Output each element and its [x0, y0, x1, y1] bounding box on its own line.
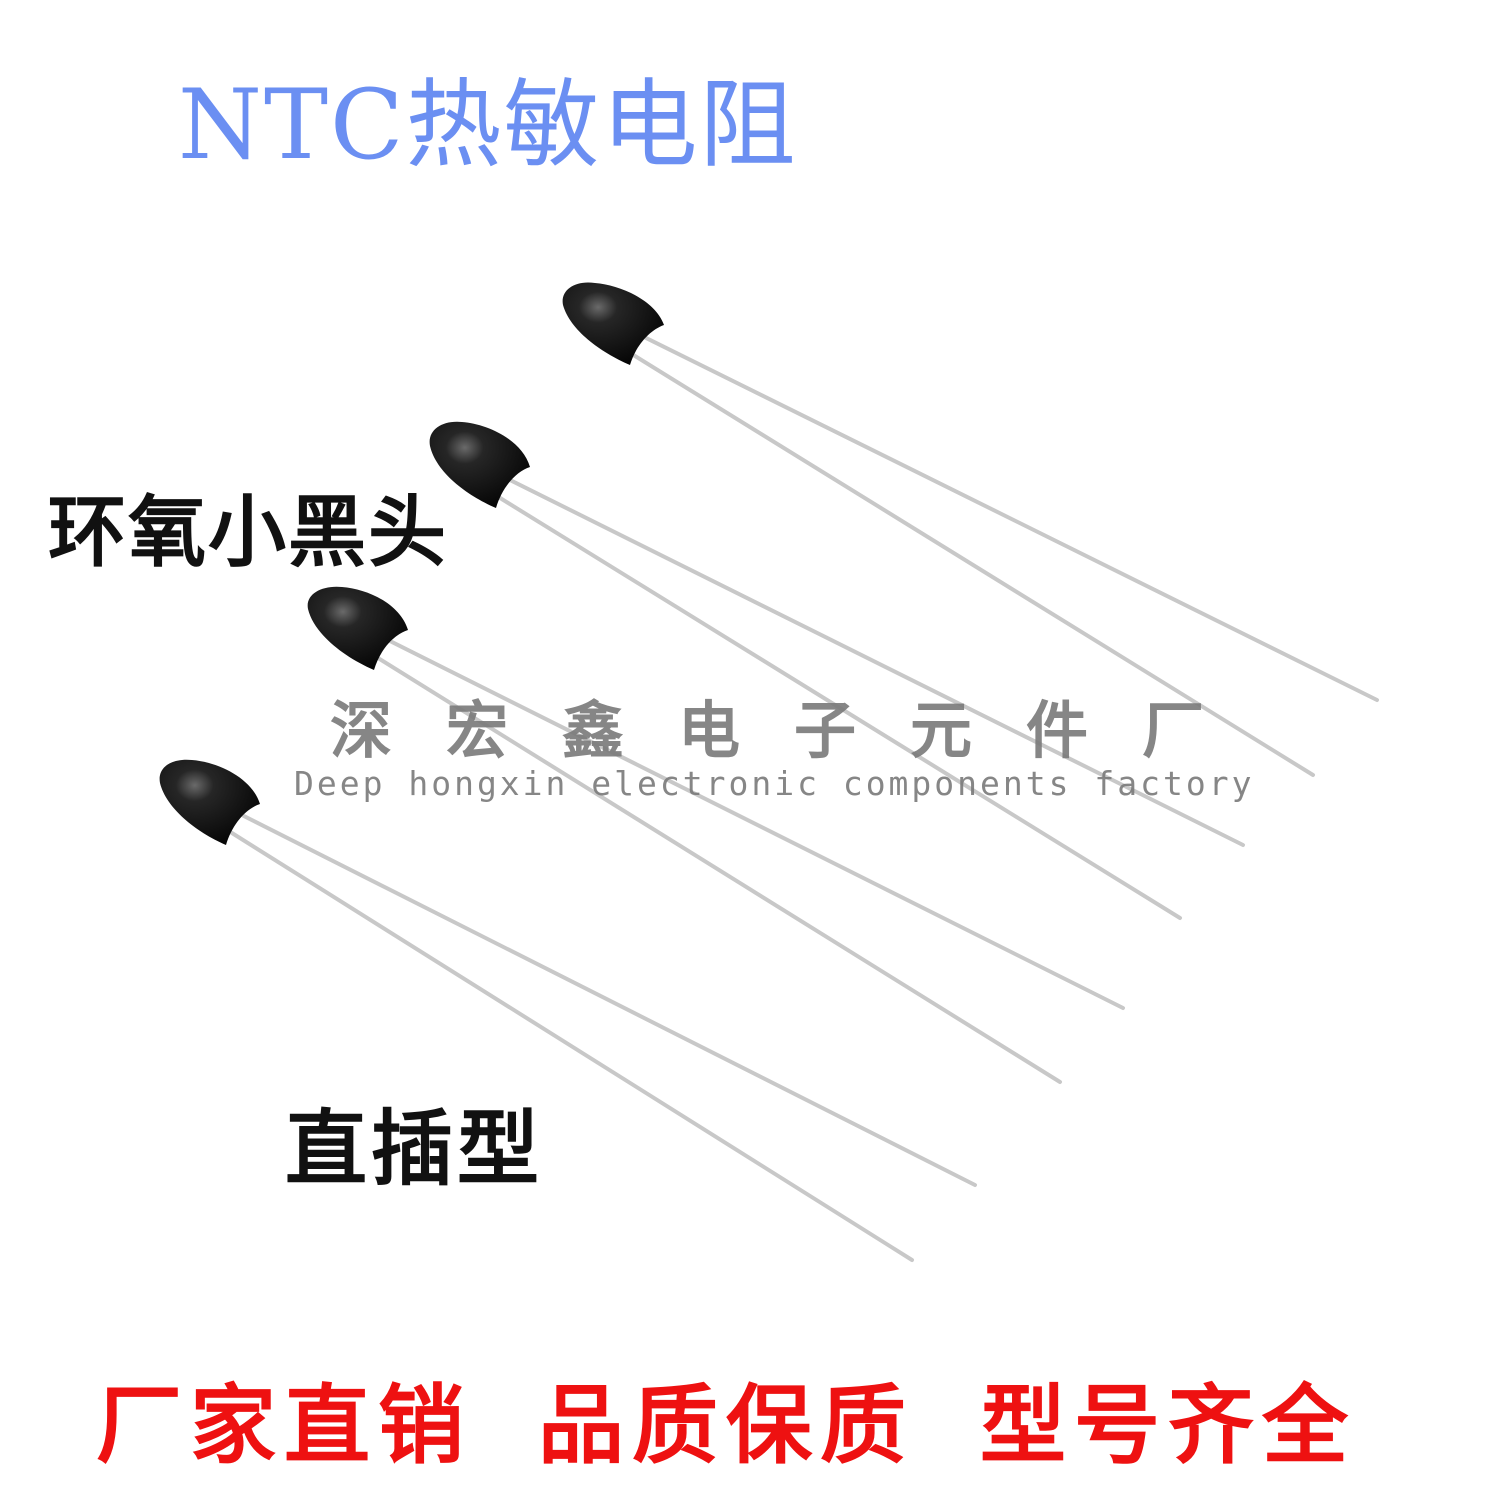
thermistor-4	[159, 759, 977, 1262]
page-title: NTC热敏电阻	[178, 69, 798, 181]
dip-type-label: 直插型	[285, 1102, 544, 1197]
thermistor-1	[562, 282, 1379, 777]
thermistor-3	[307, 586, 1125, 1084]
slogan-item-factory-direct: 厂家直销	[96, 1376, 472, 1476]
epoxy-label: 环氧小黑头	[48, 488, 449, 578]
slogan-item-models: 型号齐全	[980, 1376, 1356, 1476]
thermistor-2	[429, 421, 1245, 920]
slogan: 厂家直销品质保质型号齐全	[96, 1355, 1422, 1480]
watermark-chinese: 深宏鑫电子元件厂	[330, 694, 1259, 767]
slogan-item-quality: 品质保质	[538, 1376, 914, 1476]
watermark-english: Deep hongxin electronic components facto…	[294, 764, 1255, 803]
